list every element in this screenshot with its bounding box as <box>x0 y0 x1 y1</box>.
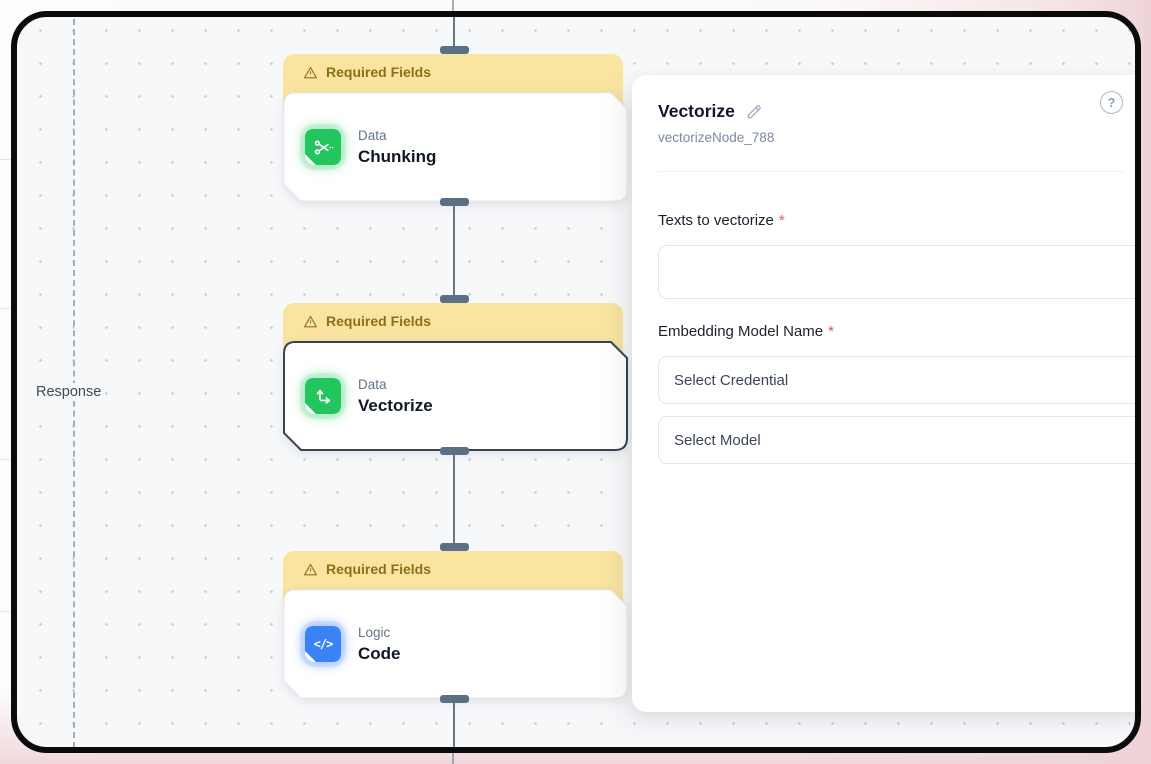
card-shape <box>283 92 628 202</box>
vectorize-output-handle[interactable] <box>440 447 469 455</box>
warning-icon <box>304 563 317 575</box>
node-card-selected[interactable]: Data Vectorize <box>283 341 628 451</box>
node-card[interactable]: </> Logic Code <box>283 589 628 699</box>
credential-select[interactable]: Select Credential <box>658 356 1137 404</box>
chunking-output-handle[interactable] <box>440 198 469 206</box>
node-code[interactable]: Required Fields </> Logic Code <box>283 551 628 699</box>
banner-text: Required Fields <box>326 313 432 329</box>
node-chunking[interactable]: Required Fields <box>283 54 628 202</box>
workflow-canvas[interactable]: Response Required Fields <box>15 15 1137 749</box>
edge-bottom-overflow <box>452 746 454 764</box>
card-shape <box>283 341 628 451</box>
node-id: vectorizeNode_788 <box>658 130 775 145</box>
banner-text: Required Fields <box>326 64 432 80</box>
node-title: Vectorize <box>358 395 433 415</box>
workflow-canvas-viewport: Response Required Fields <box>15 15 1137 749</box>
axes-arrows-icon <box>313 386 334 407</box>
node-vectorize[interactable]: Required Fields <box>283 303 628 451</box>
panel-title: Vectorize <box>658 101 735 121</box>
model-select[interactable]: Select Model <box>658 416 1137 464</box>
left-peek-line <box>0 611 16 612</box>
texts-to-vectorize-label: Texts to vectorize* <box>658 212 785 229</box>
left-peek-line <box>0 459 16 460</box>
vectorize-input-handle[interactable] <box>440 295 469 303</box>
node-category: Data <box>358 127 387 143</box>
help-icon[interactable]: ? <box>1100 91 1123 114</box>
edit-pencil-icon[interactable] <box>745 102 764 121</box>
card-shape <box>283 589 628 699</box>
vectorize-properties-panel: Vectorize vectorizeNode_788 ? Texts to v… <box>632 75 1137 712</box>
response-label: Response <box>33 383 105 401</box>
panel-divider <box>658 171 1125 172</box>
embedding-model-name-label: Embedding Model Name* <box>658 323 834 340</box>
left-peek-line <box>0 159 16 160</box>
left-peek-line <box>0 308 16 309</box>
texts-to-vectorize-input[interactable] <box>658 245 1137 299</box>
chunking-icon <box>305 129 341 165</box>
edge-outgoing <box>453 699 455 749</box>
warning-icon <box>304 66 317 78</box>
node-category: Logic <box>358 624 391 640</box>
node-title: Code <box>358 643 401 663</box>
node-category: Data <box>358 376 387 392</box>
vectorize-icon <box>305 378 341 414</box>
code-input-handle[interactable] <box>440 543 469 551</box>
code-output-handle[interactable] <box>440 695 469 703</box>
edge-top-overflow <box>452 0 454 20</box>
code-glyph: </> <box>313 637 333 651</box>
edge-chunking-vectorize <box>453 202 455 303</box>
required-asterisk: * <box>778 212 785 229</box>
node-card[interactable]: Data Chunking <box>283 92 628 202</box>
code-icon: </> <box>305 626 341 662</box>
required-asterisk: * <box>828 323 834 340</box>
edge-vectorize-code <box>453 451 455 551</box>
scissors-icon <box>313 137 334 158</box>
chunking-input-handle[interactable] <box>440 46 469 54</box>
node-title: Chunking <box>358 146 437 166</box>
warning-icon <box>304 315 317 327</box>
edge-incoming <box>453 15 455 54</box>
banner-text: Required Fields <box>326 561 432 577</box>
